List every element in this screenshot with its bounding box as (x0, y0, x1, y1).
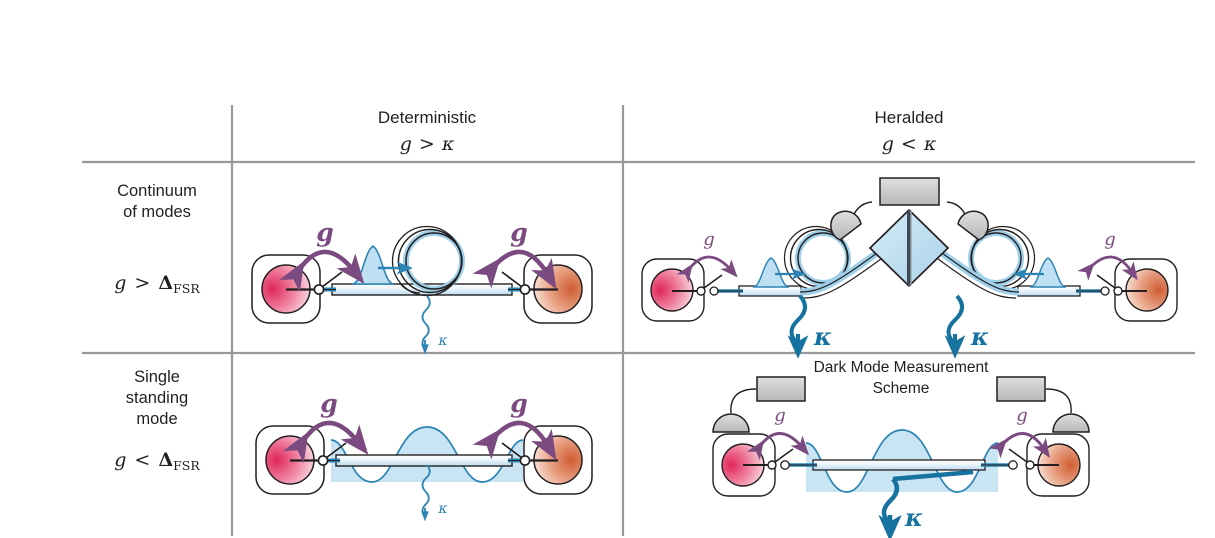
coupling-arrow-left: g (676, 229, 738, 283)
coupling-label-g: g (703, 229, 715, 250)
row-label-line1: Single (134, 368, 180, 386)
kappa-label: κ (437, 501, 447, 517)
column-header-heralded: Heralded g<κ (875, 108, 944, 155)
detector-box-right (996, 376, 1046, 402)
kappa-label: κ (970, 322, 989, 351)
coupling-arrow-right: g (988, 405, 1050, 459)
beamsplitter (868, 208, 950, 288)
dark-mode-line: κ (878, 469, 974, 538)
coupling-label-g: g (510, 218, 527, 247)
cell-standing-heralded: Dark Mode Measurement Scheme (712, 359, 1090, 538)
matrix-gridlines (82, 105, 1195, 536)
coupling-label-g: g (320, 389, 337, 418)
kappa-label: κ (813, 322, 832, 351)
coupling-arrow-left: g (283, 389, 369, 464)
coupling-arrow-left: g (746, 405, 810, 461)
kappa-label: κ (904, 503, 923, 532)
coupling-label-g: g (316, 218, 333, 247)
detector-left (712, 413, 750, 433)
column-header-deterministic: Deterministic g>κ (378, 108, 477, 155)
kappa-loss-indicator: κ (421, 295, 448, 355)
cell-title-line1: Dark Mode Measurement (814, 359, 990, 376)
kappa-label: κ (437, 333, 447, 349)
row-label-standing: Single standing mode g<ΔFSR (114, 368, 200, 473)
row-label-line2: of modes (123, 203, 191, 221)
gaussian-pulse (351, 245, 413, 285)
column-header-condition: g<κ (882, 133, 937, 155)
column-header-title: Heralded (875, 108, 944, 127)
bus-waveguide-left (709, 285, 802, 297)
detector-left (830, 210, 862, 241)
coupling-arrow-right: g (1077, 229, 1138, 281)
column-header-condition: g>κ (400, 133, 455, 155)
row-label-continuum: Continuum of modes g>ΔFSR (114, 182, 200, 296)
cell-continuum-deterministic: κ g g (251, 218, 593, 355)
kappa-loss-right: κ (944, 294, 989, 359)
cell-title-line2: Scheme (873, 380, 930, 397)
column-header-title: Deterministic (378, 108, 477, 127)
coupling-arrow-right: g (472, 218, 557, 290)
detector-right (957, 210, 989, 241)
coupling-arrow-left: g (279, 218, 365, 293)
row-condition: g<ΔFSR (114, 449, 200, 473)
standing-wave-cavity (780, 459, 1018, 471)
cell-continuum-heralded: κ κ (641, 177, 1178, 359)
row-label-line2: standing (126, 389, 188, 407)
row-label-line1: Continuum (117, 182, 197, 200)
coincidence-box (879, 177, 940, 206)
ring-resonator-right (968, 225, 1036, 291)
output-arm-left (799, 241, 894, 299)
coupling-label-g: g (510, 389, 527, 418)
cell-standing-deterministic: κ g g (255, 389, 593, 522)
detector-right-assembly (996, 376, 1090, 433)
coupling-arrow-right: g (472, 389, 557, 461)
kappa-loss-left: κ (787, 294, 832, 359)
coupling-label-g: g (774, 405, 786, 426)
gaussian-pulse-right (1013, 257, 1067, 288)
detector-left-assembly (712, 376, 806, 433)
ring-resonator (391, 225, 465, 297)
kappa-loss-indicator: κ (421, 464, 448, 522)
coupling-label-g: g (1104, 229, 1116, 250)
output-arm-right (925, 241, 1020, 299)
detector-right (1052, 413, 1090, 433)
coupling-label-g: g (1016, 405, 1028, 426)
gaussian-pulse-left (752, 257, 806, 288)
row-condition: g>ΔFSR (114, 272, 200, 296)
detector-box-left (756, 376, 806, 402)
row-label-line3: mode (136, 410, 177, 428)
